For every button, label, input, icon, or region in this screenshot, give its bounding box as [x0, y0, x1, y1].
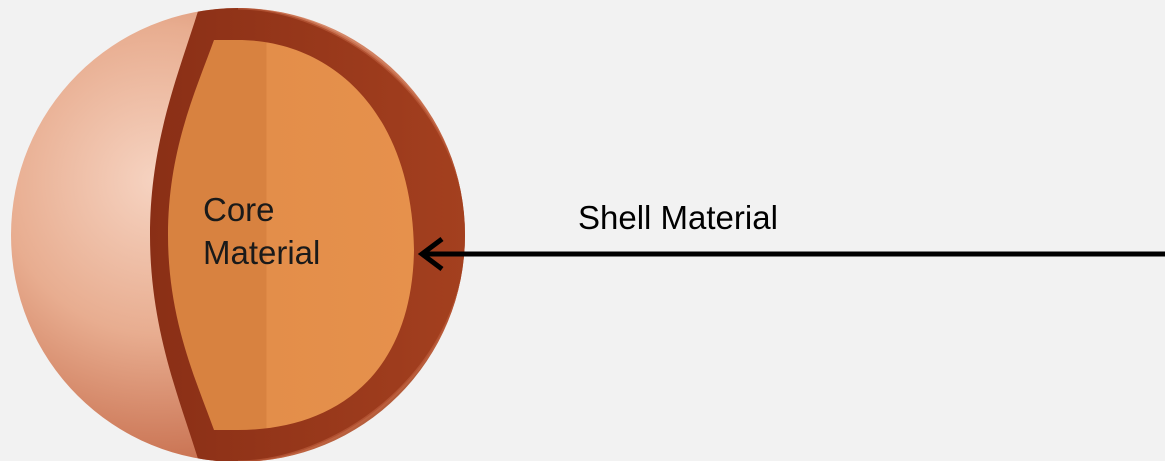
core-material-label: Core Material — [203, 188, 320, 274]
arrow-head — [417, 237, 444, 271]
shell-material-label: Shell Material — [578, 199, 778, 236]
shell-edge — [237, 8, 465, 461]
shell-pointer-arrow — [417, 237, 1165, 271]
core-cross-section — [168, 40, 414, 430]
core-label-line2: Material — [203, 234, 321, 271]
core-label-line1: Core — [203, 191, 275, 228]
